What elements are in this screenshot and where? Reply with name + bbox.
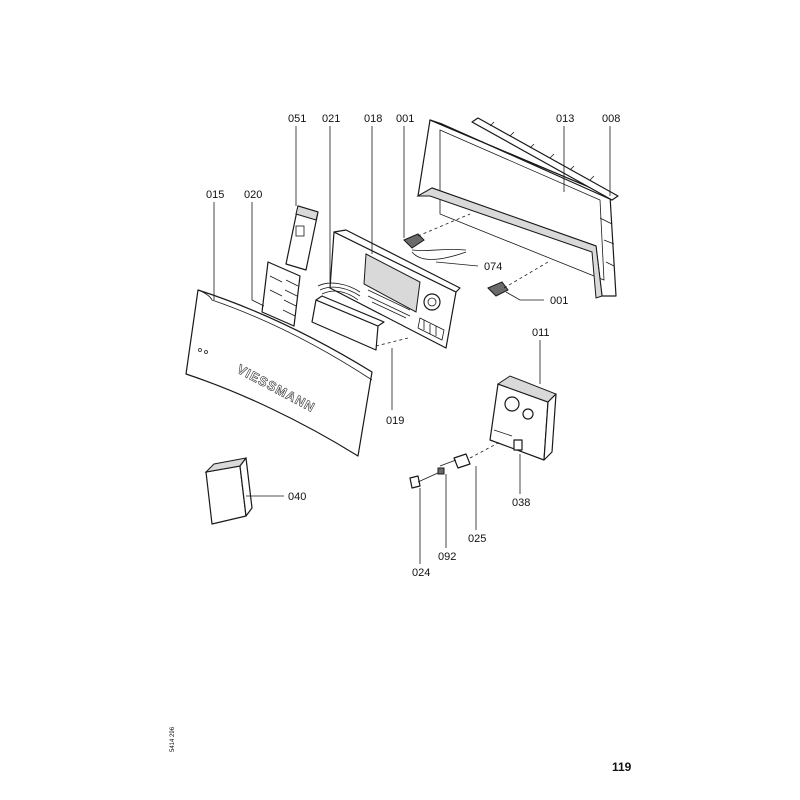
callout-074: 074 — [484, 261, 502, 273]
panel-insert — [311, 295, 385, 351]
keypad-label — [261, 261, 301, 327]
callout-021: 021 — [322, 113, 340, 125]
callout-001-lower: 001 — [550, 295, 568, 307]
front-cover: VIESSMANN — [185, 289, 373, 457]
card-module — [285, 205, 319, 271]
callout-015: 015 — [206, 189, 224, 201]
ribbon-cable-021 — [317, 282, 361, 301]
page-number: 119 — [612, 760, 632, 774]
callout-020: 020 — [244, 189, 262, 201]
clip-upper — [403, 233, 425, 249]
cable-074 — [411, 249, 467, 260]
callout-019: 019 — [386, 415, 404, 427]
callout-024: 024 — [412, 567, 430, 579]
callout-018: 018 — [364, 113, 382, 125]
callout-051: 051 — [288, 113, 306, 125]
clip-lower — [487, 281, 509, 297]
junction-box — [489, 375, 557, 461]
callout-001-upper: 001 — [396, 113, 414, 125]
callout-008: 008 — [602, 113, 620, 125]
leader-lines — [213, 126, 611, 564]
block-040 — [204, 457, 253, 525]
callout-038: 038 — [512, 497, 530, 509]
callout-040: 040 — [288, 491, 306, 503]
callout-013: 013 — [556, 113, 574, 125]
callout-025: 025 — [468, 533, 486, 545]
shaft-assembly — [409, 453, 471, 489]
callout-092: 092 — [438, 551, 456, 563]
callout-011: 011 — [532, 327, 550, 339]
control-unit — [329, 229, 461, 349]
drawing-number: 5414 296 — [170, 726, 176, 752]
top-rail — [471, 117, 619, 201]
